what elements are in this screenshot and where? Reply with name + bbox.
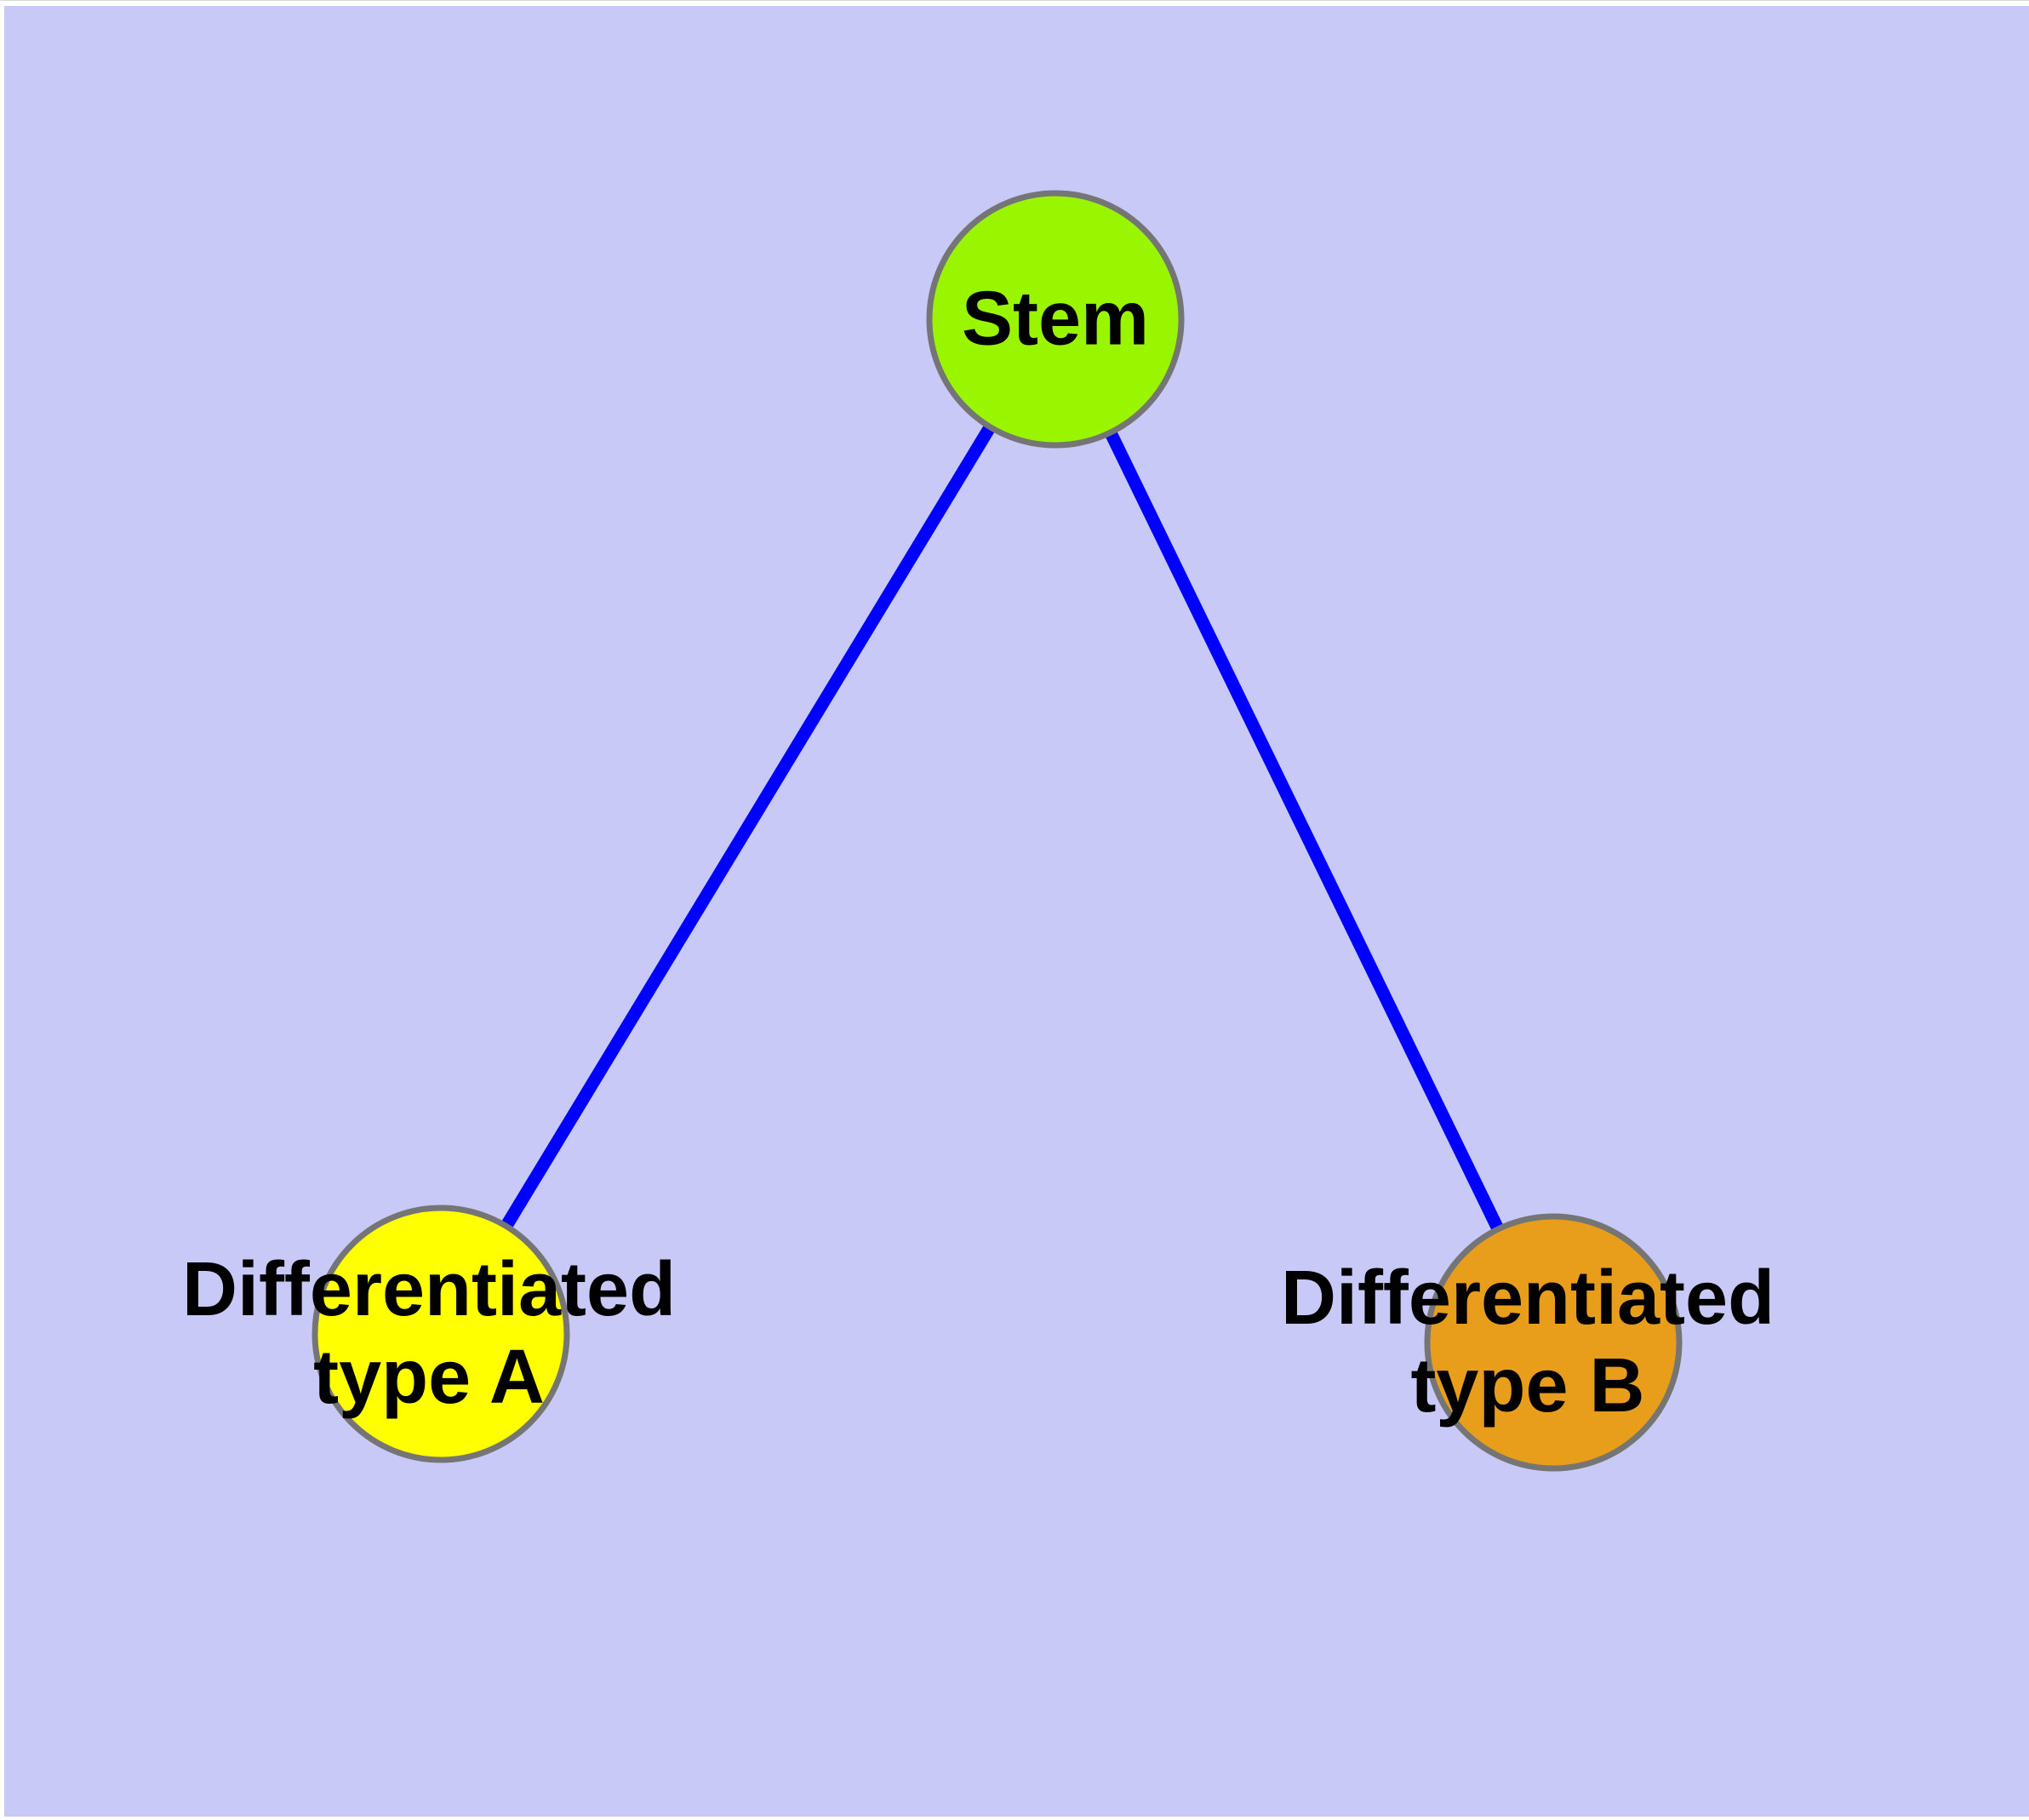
node-diff-b-label-line: type B: [1410, 1343, 1645, 1428]
node-stem-circle: [926, 190, 1185, 449]
edge-stem-diff-a: [435, 316, 1061, 1337]
node-stem-label: Stem: [962, 276, 1149, 363]
node-diff-b-circle: [1424, 1213, 1683, 1472]
node-stem-label-line: Stem: [961, 276, 1150, 362]
node-diff-a-label-line: type A: [313, 1335, 545, 1420]
node-diff-a-label-line: Differentiated: [181, 1247, 677, 1332]
edge-stem-diff-b: [1049, 316, 1559, 1346]
node-diff-b-label-line: Differentiated: [1280, 1256, 1775, 1341]
node-diff-a-circle: [311, 1205, 570, 1463]
